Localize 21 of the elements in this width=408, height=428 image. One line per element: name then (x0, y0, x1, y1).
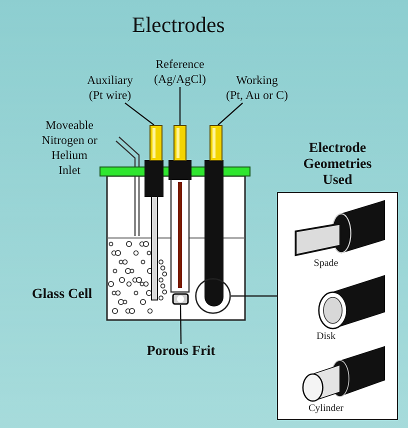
leader-line (124, 102, 154, 126)
caption: Spade (312, 258, 340, 270)
auxiliary-electrode (144, 125, 164, 301)
working-electrode (204, 125, 224, 307)
caption: Disk (316, 331, 336, 343)
panel-heading: Electrode Geometries Used (302, 141, 373, 189)
electrode-label: Reference (Ag/AgCl) (144, 57, 216, 87)
leader-line (179, 87, 181, 125)
title: Electrodes (132, 12, 225, 38)
magnifier-circle (195, 278, 231, 314)
electrode-label: Auxiliary (Pt wire) (80, 73, 140, 103)
leader-line (180, 305, 182, 344)
part-label: Glass Cell (30, 287, 94, 303)
connector-line (231, 295, 277, 297)
part-label: Porous Frit (136, 344, 226, 360)
porous-frit (172, 293, 189, 305)
electrode-label: Working (Pt, Au or C) (221, 73, 293, 103)
leader-line (218, 102, 243, 126)
reference-electrode (168, 125, 192, 293)
caption: Cylinder (308, 403, 344, 415)
inlet-label: Moveable Nitrogen or Helium Inlet (40, 118, 98, 178)
